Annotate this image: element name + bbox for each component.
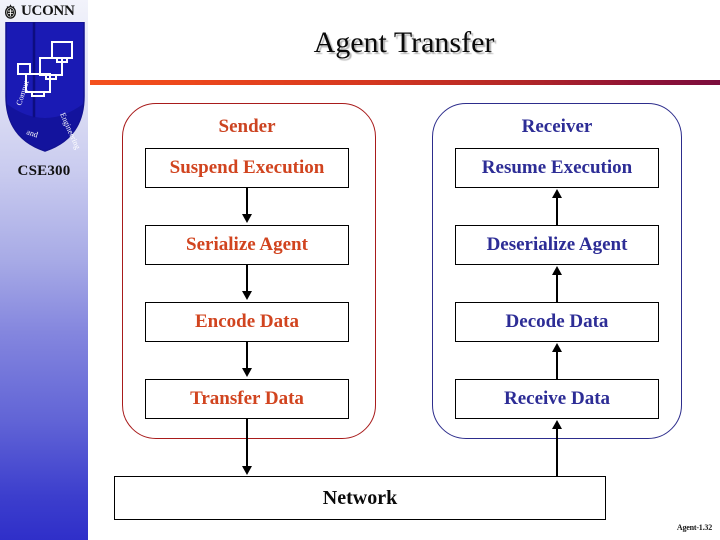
sender-arrowhead-3-4 [242, 368, 252, 377]
receiver-step-receive-data[interactable]: Receive Data [455, 379, 659, 419]
sender-connector-3-4 [246, 342, 248, 370]
sender-step-transfer-data[interactable]: Transfer Data [145, 379, 349, 419]
uconn-branding: UCONN [2, 1, 88, 21]
sender-step-suspend-execution[interactable]: Suspend Execution [145, 148, 349, 188]
sender-step-encode-data[interactable]: Encode Data [145, 302, 349, 342]
sender-connector-1-2 [246, 188, 248, 216]
receiver-step-deserialize-agent[interactable]: Deserialize Agent [455, 225, 659, 265]
network-box[interactable]: Network [114, 476, 606, 520]
receiver-arrowhead-2-1 [552, 189, 562, 198]
sender-heading: Sender [218, 116, 276, 137]
sender-arrowhead-2-3 [242, 291, 252, 300]
receiver-connector-2-1 [556, 197, 558, 225]
receiver-step-decode-data[interactable]: Decode Data [455, 302, 659, 342]
sender-connector-2-3 [246, 265, 248, 293]
sender-connector-to-network [246, 419, 248, 467]
receiver-connector-4-3 [556, 351, 558, 379]
sender-arrowhead-1-2 [242, 214, 252, 223]
uconn-seal-icon [4, 3, 17, 19]
slide-footer-id: Agent-1.32 [676, 523, 712, 532]
sender-step-serialize-agent[interactable]: Serialize Agent [145, 225, 349, 265]
receiver-arrowhead-3-2 [552, 266, 562, 275]
receiver-step-resume-execution[interactable]: Resume Execution [455, 148, 659, 188]
title-divider [90, 80, 720, 85]
page-title: Agent Transfer [313, 26, 495, 59]
receiver-arrowhead-4-3 [552, 343, 562, 352]
sender-arrowhead-to-network [242, 466, 252, 475]
receiver-connector-3-2 [556, 274, 558, 302]
svg-text:and: and [25, 127, 39, 139]
cse-shield-logo-icon: Comput Engineering and [5, 22, 85, 152]
receiver-connector-from-network [556, 428, 558, 476]
receiver-heading: Receiver [521, 116, 593, 137]
receiver-arrowhead-from-network [552, 420, 562, 429]
uconn-wordmark-text: UCONN [21, 2, 75, 19]
course-label: CSE300 [17, 163, 71, 179]
sender-group-container [122, 103, 376, 439]
